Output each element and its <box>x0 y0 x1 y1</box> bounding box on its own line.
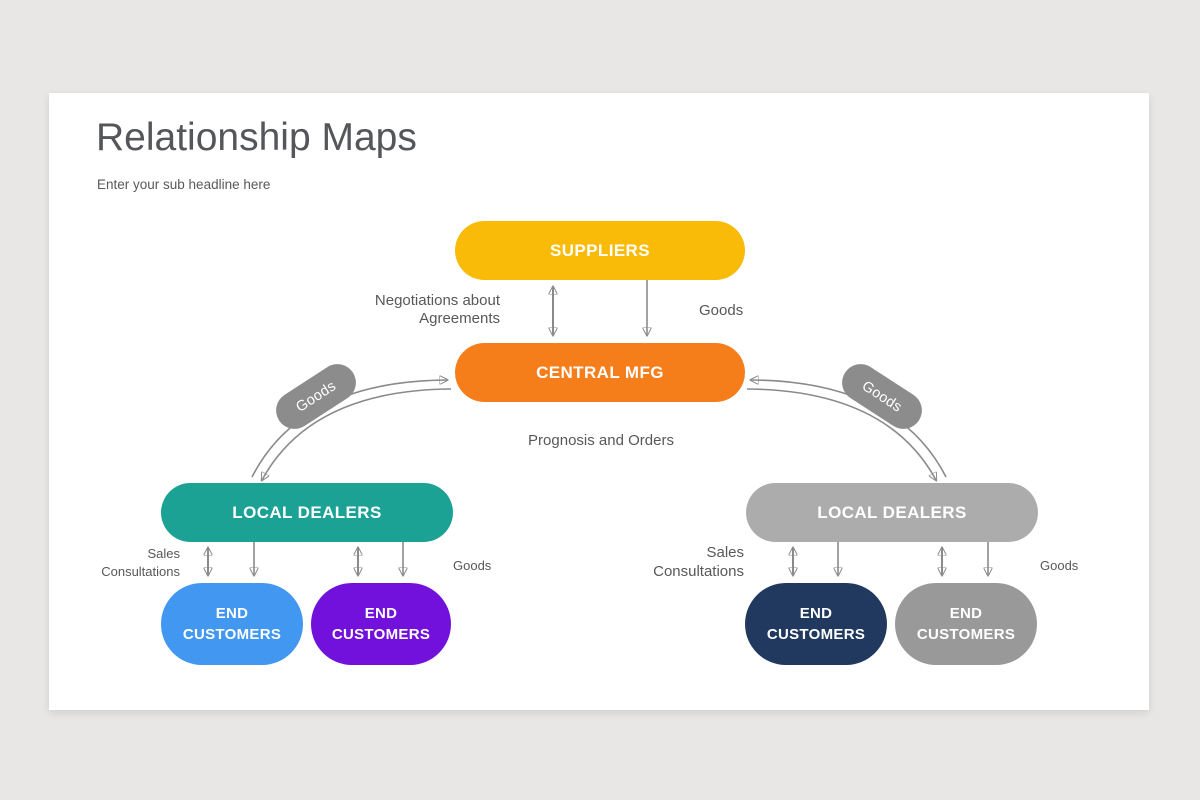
node-end-customers-right-2: END CUSTOMERS <box>895 583 1037 665</box>
node-local-dealers-right: LOCAL DEALERS <box>746 483 1038 542</box>
node-suppliers: SUPPLIERS <box>455 221 745 280</box>
page-subtitle: Enter your sub headline here <box>97 177 271 192</box>
label-sales-consultations-left: Sales Consultations <box>101 546 180 579</box>
label-prognosis-orders: Prognosis and Orders <box>528 432 674 449</box>
node-end-customers-left-1: END CUSTOMERS <box>161 583 303 665</box>
node-end-customers-left-2: END CUSTOMERS <box>311 583 451 665</box>
label-goods-end-right: Goods <box>1040 558 1079 573</box>
goods-tag-left: Goods <box>269 357 363 436</box>
node-local-dealers-left: LOCAL DEALERS <box>161 483 453 542</box>
goods-tag-right: Goods <box>835 357 929 436</box>
label-negotiations: Negotiations about Agreements <box>374 292 500 327</box>
label-sales-consultations-right: Sales Consultations <box>653 544 744 580</box>
page-title: Relationship Maps <box>96 116 417 159</box>
label-goods-end-left: Goods <box>453 558 492 573</box>
slide: Relationship Maps Enter your sub headlin… <box>49 93 1149 710</box>
node-end-customers-right-1: END CUSTOMERS <box>745 583 887 665</box>
node-central-mfg: CENTRAL MFG <box>455 343 745 402</box>
label-goods-suppliers: Goods <box>699 302 744 319</box>
